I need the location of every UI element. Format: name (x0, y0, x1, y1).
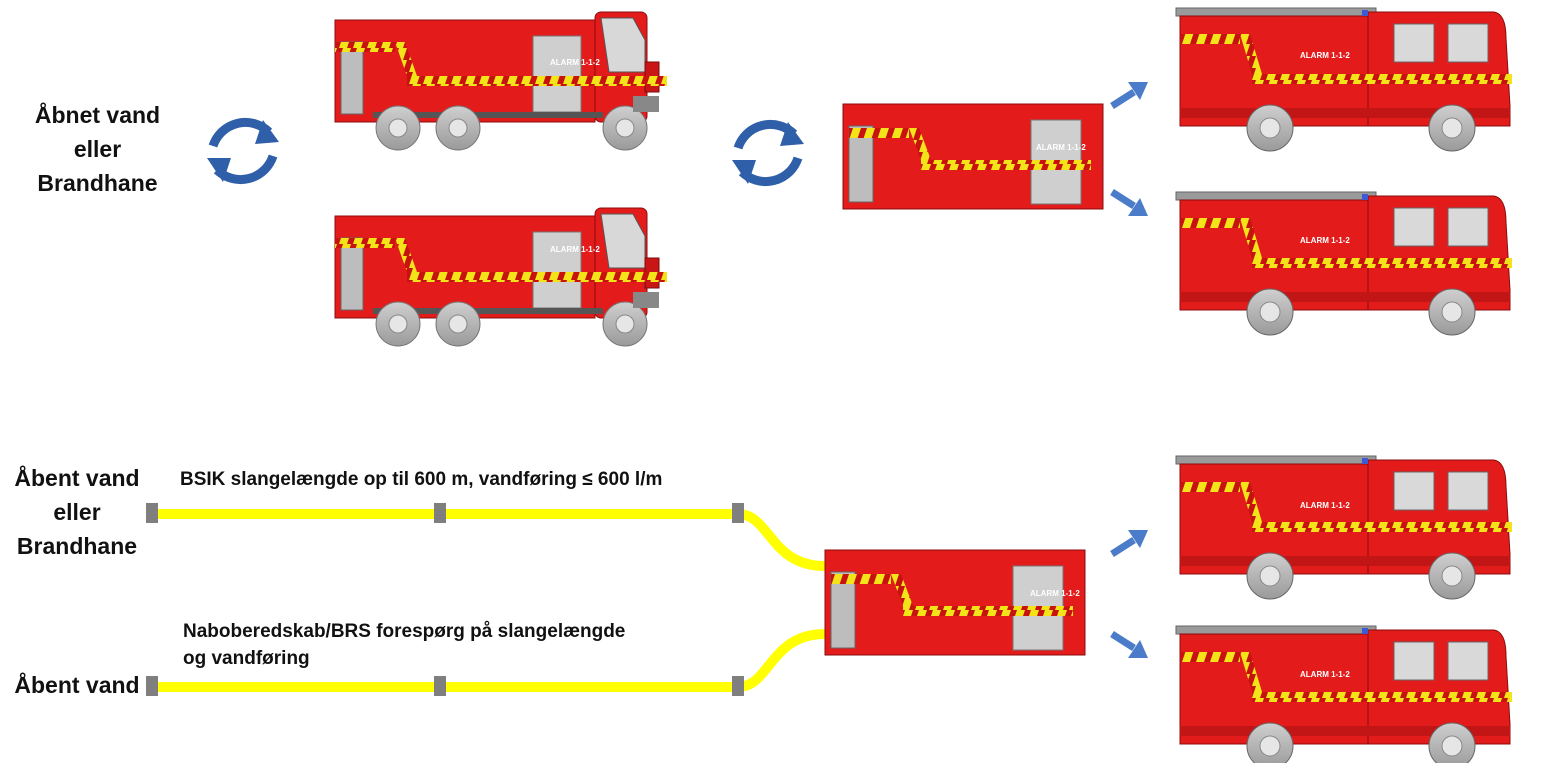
bottom-source-a-line3: Brandhane (16, 533, 138, 559)
hose-line-b (146, 629, 826, 696)
tanker-top-plate: ALARM 1-1-2 (550, 58, 600, 67)
pump-module-top (842, 103, 1104, 210)
hose-line-a (146, 503, 826, 571)
arrow-to-engine-2 (1112, 192, 1148, 216)
engine-3-plate: ALARM 1-1-2 (1300, 501, 1350, 510)
top-source-line3: Brandhane (37, 170, 158, 196)
fire-engine-4 (1175, 625, 1513, 763)
arrow-to-engine-3 (1112, 530, 1148, 554)
hose-a-note: BSIK slangelængde op til 600 m, vandføri… (180, 469, 663, 490)
top-source-line2: eller (73, 136, 122, 162)
top-cycle-arrows-right (732, 122, 804, 184)
tanker-truck-top (334, 11, 668, 151)
bottom-source-a-line1: Åbent vand (14, 465, 140, 491)
top-cycle-arrows-left (207, 120, 279, 182)
hose-b-note-line2: og vandføring (183, 648, 310, 669)
top-source-label: Åbnet vand eller Brandhane (20, 98, 175, 200)
top-source-line1: Åbnet vand (34, 102, 161, 128)
engine-2-plate: ALARM 1-1-2 (1300, 236, 1350, 245)
pump-bottom-plate: ALARM 1-1-2 (1030, 589, 1080, 598)
fire-engine-1 (1175, 7, 1513, 152)
tanker-truck-bottom (334, 207, 668, 347)
pump-module-bottom (824, 549, 1086, 656)
pump-top-plate: ALARM 1-1-2 (1036, 143, 1086, 152)
engine-4-plate: ALARM 1-1-2 (1300, 670, 1350, 679)
hose-b-note: Naboberedskab/BRS forespørg på slangelæn… (183, 618, 743, 672)
tanker-bottom-plate: ALARM 1-1-2 (550, 245, 600, 254)
engine-1-plate: ALARM 1-1-2 (1300, 51, 1350, 60)
fire-engine-2 (1175, 191, 1513, 336)
fire-engine-3 (1175, 455, 1513, 600)
arrow-to-engine-4 (1112, 634, 1148, 658)
bottom-source-a-line2: eller (53, 499, 101, 525)
hose-b-note-line1: Naboberedskab/BRS forespørg på slangelæn… (183, 621, 626, 642)
arrow-to-engine-1 (1112, 82, 1148, 106)
bottom-source-a-label: Åbent vand eller Brandhane (2, 461, 152, 563)
bottom-source-b-label: Åbent vand (14, 672, 140, 698)
